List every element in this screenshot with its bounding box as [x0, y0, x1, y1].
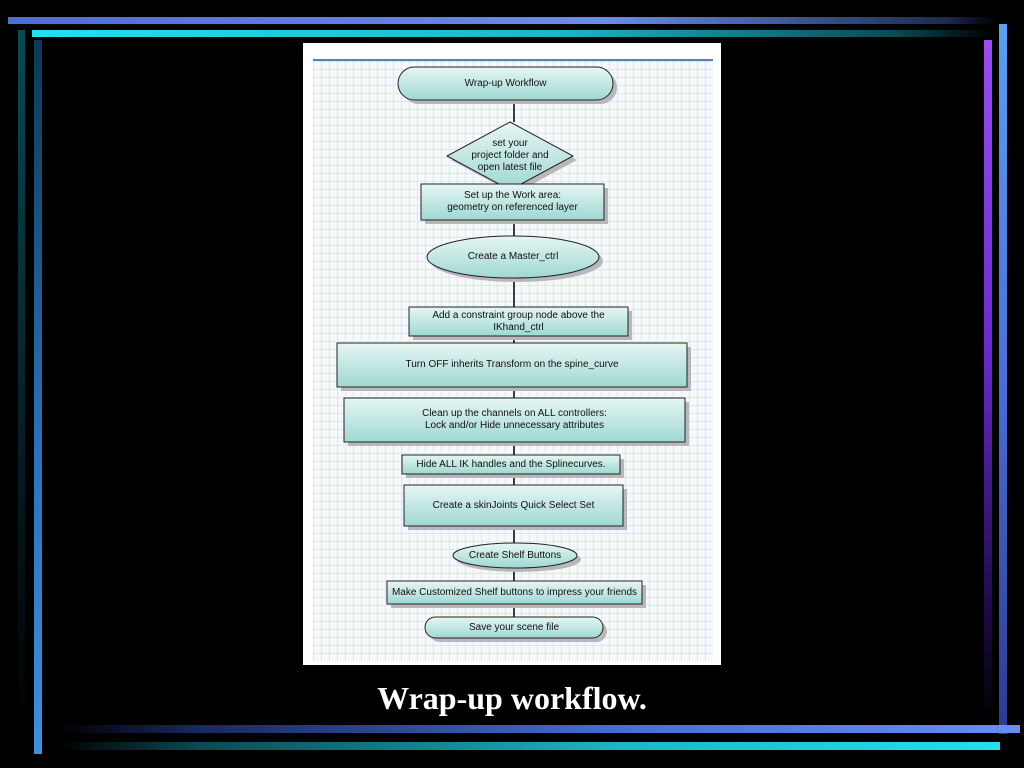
- flow-node-label: Make Customized Shelf buttons to impress…: [391, 586, 638, 598]
- flow-node-process: [401, 454, 621, 475]
- flow-node-process: [403, 484, 624, 527]
- flow-node-label: Clean up the channels on ALL controllers…: [422, 408, 607, 431]
- flowchart-image: Wrap-up Workflow set your project folder …: [303, 43, 721, 665]
- flow-node-label: Create Shelf Buttons: [468, 549, 562, 561]
- flow-node-label: Create a Master_ctrl: [467, 251, 559, 262]
- flow-node-label: Set up the Work area: geometry on refere…: [447, 190, 578, 213]
- flow-node-process: [386, 580, 643, 605]
- flowchart-diagram: [336, 66, 691, 642]
- flow-node-label: Save your scene file: [468, 621, 560, 633]
- frame-bar-bottom: [58, 725, 1020, 733]
- frame-bar-bottom-inner: [58, 742, 1000, 750]
- flow-node-label: Wrap-up Workflow: [464, 77, 547, 89]
- flow-node-process: [336, 342, 688, 388]
- flow-node-process: [408, 306, 629, 337]
- frame-bar-left-inner: [34, 40, 42, 754]
- frame-bar-top: [8, 17, 996, 24]
- flow-node-label: Create a skinJoints Quick Select Set: [432, 499, 595, 511]
- flow-node-label: Hide ALL IK handles and the Splinecurves…: [416, 458, 606, 470]
- flow-node-terminator: [397, 66, 614, 101]
- flow-node-label: Add a constraint group node above the IK…: [432, 309, 605, 333]
- frame-bar-top-inner: [32, 30, 992, 37]
- frame-bar-right-inner: [984, 40, 992, 722]
- slide-title: Wrap-up workflow.: [377, 680, 647, 716]
- frame-bar-left: [18, 30, 25, 730]
- flow-node-label: Turn OFF inherits Transform on the spine…: [405, 359, 619, 370]
- flow-node-terminator: [424, 616, 604, 639]
- flow-node-process: [343, 397, 686, 443]
- flow-node-process: [420, 183, 605, 221]
- frame-bar-right: [999, 24, 1007, 734]
- flow-node-label: set your project folder and open latest …: [471, 138, 549, 173]
- flow-node-ellipse: [452, 542, 578, 569]
- flow-node-ellipse: [426, 235, 600, 279]
